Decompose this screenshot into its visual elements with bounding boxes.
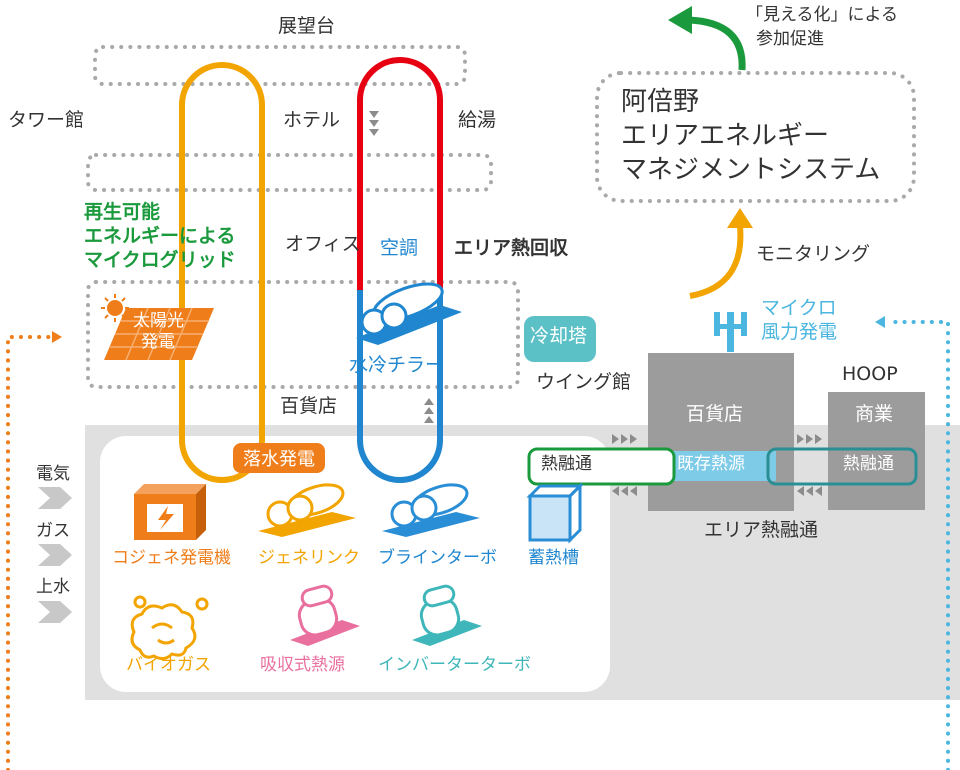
hotel-down-arrows <box>369 111 379 136</box>
observatory-outline <box>93 45 467 86</box>
hot-water-label: 給湯 <box>458 109 497 131</box>
utility-gas: ガス <box>36 521 70 541</box>
water-chiller-label: 水冷チラー <box>349 354 445 376</box>
right-dotted-arrow-head <box>875 316 885 328</box>
equipment-genelink-label: ジェネリンク <box>258 548 360 568</box>
ems-title-line-1: 阿倍野 <box>621 87 700 117</box>
monitoring-label: モニタリング <box>756 243 871 265</box>
dept-up-arrows <box>424 398 434 423</box>
heat-exchange-left-box <box>527 447 676 486</box>
solar-label-line-2: 発電 <box>141 332 175 352</box>
utility-electricity: 電気 <box>36 464 70 484</box>
cooling-tower-label: 冷却塔 <box>530 325 588 347</box>
hoop-commerce-label: 商業 <box>855 403 894 425</box>
equipment-biogas-label: バイオガス <box>126 655 211 675</box>
falling-water-loop <box>179 62 265 483</box>
visualization-arrow-head <box>668 6 692 34</box>
wind-label-line-2: 風力発電 <box>761 321 838 343</box>
equipment-absorption-label: 吸収式熱源 <box>260 655 345 675</box>
right-cyan-dotted-line <box>893 320 950 770</box>
hoop-building <box>828 392 925 510</box>
renewable-line-3: マイクログリッド <box>84 249 236 271</box>
air-conditioning-label: 空調 <box>380 237 419 259</box>
ems-box <box>595 71 916 203</box>
existing-source-label: 既存熱源 <box>677 454 745 474</box>
left-dotted-arrow-head <box>52 331 62 343</box>
equipment-area <box>100 436 610 692</box>
sun-icon <box>101 294 129 322</box>
solar-label-line-1: 太陽光 <box>133 311 184 331</box>
ems-title-line-3: マネジメントシステム <box>621 155 881 185</box>
equipment-brine-turbo-label: ブラインターボ <box>378 548 497 568</box>
renewable-line-2: エネルギーによる <box>84 225 236 247</box>
visualization-line-1: 「見える化」による <box>746 5 898 25</box>
area-heat-exchange-label: エリア熱融通 <box>704 519 819 541</box>
ems-title-line-2: エリアエネルギー <box>621 121 830 151</box>
left-orange-dotted-line <box>6 335 54 770</box>
equipment-inverter-turbo-label: インバーターターボ <box>378 655 531 675</box>
water-chiller-icon <box>356 282 462 345</box>
air-conditioning-loop <box>357 290 443 483</box>
department-store-floor-label: 百貨店 <box>280 395 338 417</box>
hotel-label: ホテル <box>283 109 341 131</box>
solar-panel-icon <box>104 307 214 361</box>
wing-label: ウイング館 <box>536 371 632 393</box>
area-right-arrows-2 <box>797 434 822 444</box>
area-right-arrows-1 <box>612 434 637 444</box>
area-left-arrows-1 <box>612 486 637 496</box>
brine-turbo-icon <box>382 483 480 537</box>
wind-label-line-1: マイクロ <box>761 297 837 319</box>
observatory-label: 展望台 <box>278 15 336 37</box>
hotel-outline <box>86 153 493 192</box>
visualization-line-2: 参加促進 <box>756 29 824 49</box>
hoop-label: HOOP <box>842 363 898 385</box>
biogas-icon <box>130 595 209 661</box>
equipment-thermal-storage-label: 蓄熱槽 <box>528 548 579 568</box>
area-left-arrows-2 <box>797 486 822 496</box>
heat-recovery-label: エリア熱回収 <box>454 237 569 259</box>
existing-source-highlight <box>666 451 776 481</box>
monitoring-arrow-head <box>727 208 753 228</box>
utility-water: 上水 <box>36 577 70 597</box>
equipment-generator-label: コジェネ発電機 <box>112 548 231 568</box>
department-store-building <box>648 353 794 511</box>
cooling-tower-box <box>524 316 596 362</box>
inverter-turbo-icon <box>412 584 482 646</box>
wind-turbine-icon <box>714 312 747 352</box>
utility-chevrons <box>38 487 72 623</box>
absorption-icon <box>290 584 360 646</box>
heat-exchange-right-label: 熱融通 <box>843 454 894 474</box>
genelink-icon <box>258 483 356 537</box>
thermal-storage-icon <box>526 482 584 544</box>
hot-water-loop <box>357 57 443 290</box>
monitoring-arrow <box>689 225 744 299</box>
tower-label: タワー館 <box>8 109 85 131</box>
office-label: オフィス <box>285 233 361 255</box>
falling-water-badge: 落水発電 <box>233 443 325 473</box>
heat-exchange-left-label: 熱融通 <box>541 454 592 474</box>
renewable-line-1: 再生可能 <box>84 201 161 223</box>
visualization-arrow <box>687 16 746 71</box>
heat-exchange-right-box <box>766 447 918 486</box>
department-store-building-label: 百貨店 <box>686 403 744 425</box>
generator-icon <box>134 484 206 540</box>
